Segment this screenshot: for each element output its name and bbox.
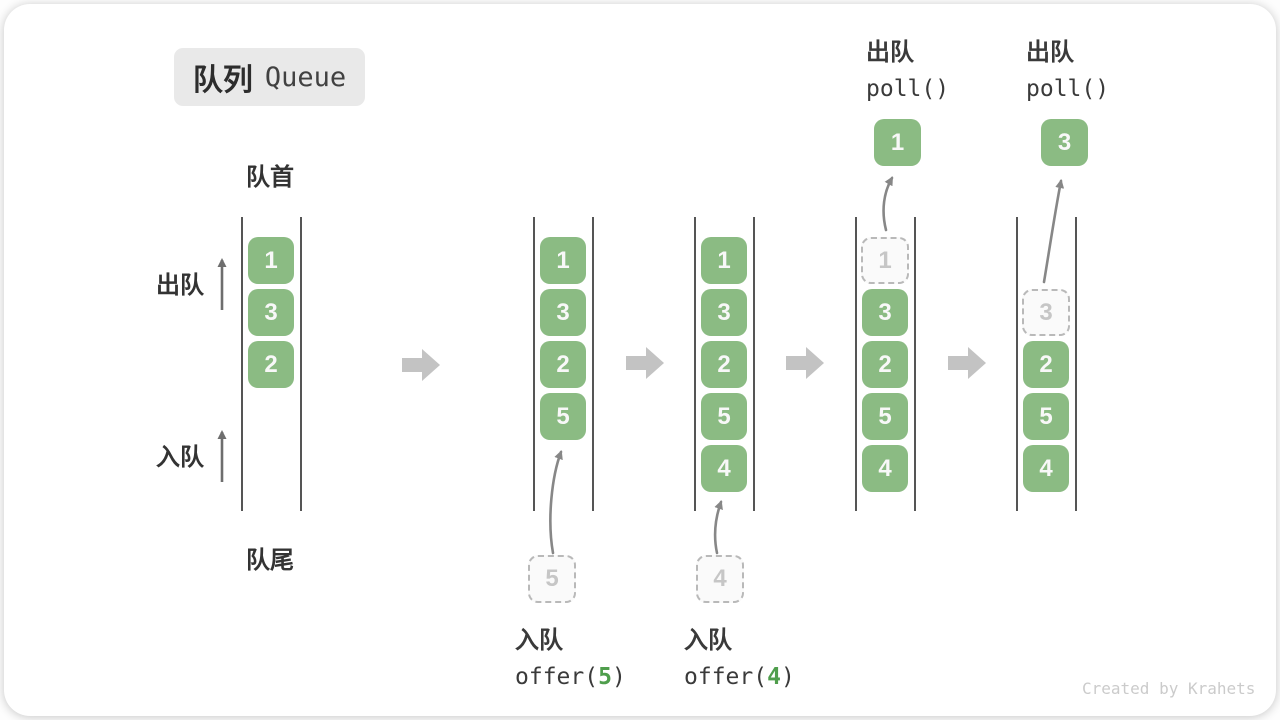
op-action: 出队 [1026,39,1074,66]
polled-element: 3 [1041,119,1088,166]
queue-cell: 1 [540,237,586,284]
title-badge: 队列 Queue [174,48,365,106]
step-arrow-icon [626,347,664,379]
queue-column-1: 1 3 2 [241,4,302,720]
queue-wall-left [1016,217,1018,511]
queue-cell: 2 [540,341,586,388]
queue-wall-right [753,217,755,511]
label-enqueue: 入队 [156,444,204,471]
label-queue-rear: 队尾 [246,547,294,574]
queue-wall-right [592,217,594,511]
queue-cell: 2 [862,341,908,388]
op-code: offer(5) [515,664,626,690]
title-zh: 队列 [192,64,253,97]
credit-watermark: Created by Krahets [1082,679,1256,698]
queue-cell: 4 [1023,445,1069,492]
step-arrow-icon [786,347,824,379]
queue-cell: 5 [701,393,747,440]
op-dequeue-3: 出队 poll() [1026,32,1109,102]
op-enqueue-4: 入队 offer(4) [684,620,795,690]
op-dequeue-1: 出队 poll() [866,32,949,102]
op-action: 入队 [515,627,563,654]
op-action: 出队 [866,39,914,66]
queue-cell: 4 [862,445,908,492]
incoming-element: 5 [528,555,576,603]
queue-wall-right [1075,217,1077,511]
op-code: poll() [1026,76,1110,102]
queue-cell: 3 [248,289,294,336]
queue-column-2: 1 3 2 5 [533,4,594,720]
queue-cell: 3 [862,289,908,336]
queue-cell: 5 [862,393,908,440]
queue-cell: 5 [540,393,586,440]
queue-cell: 2 [248,341,294,388]
title-en: Queue [264,61,347,93]
queue-column-5: 3 2 5 4 [1016,4,1077,720]
queue-cell: 3 [540,289,586,336]
queue-wall-right [914,217,916,511]
op-action: 入队 [684,627,732,654]
queue-cell: 4 [701,445,747,492]
arrows-overlay [217,176,1065,555]
incoming-element: 4 [696,555,744,603]
queue-cell: 1 [701,237,747,284]
queue-wall-left [241,217,243,511]
queue-wall-right [300,217,302,511]
label-dequeue: 出队 [156,272,204,299]
queue-column-4: 1 3 2 5 4 [855,4,916,720]
op-code: offer(4) [684,664,795,690]
step-arrow-icon [948,347,986,379]
queue-cell: 2 [701,341,747,388]
step-arrow-icon [402,349,440,381]
queue-cell: 1 [248,237,294,284]
polled-element: 1 [874,119,921,166]
op-enqueue-5: 入队 offer(5) [515,620,626,690]
queue-cell: 2 [1023,341,1069,388]
queue-cell: 3 [701,289,747,336]
diagram-card: 队列 Queue 队首 出队 入队 队尾 1 3 2 1 3 2 5 [4,4,1276,716]
label-queue-front: 队首 [246,164,294,191]
ghost-cell: 3 [1022,289,1070,336]
queue-wall-left [533,217,535,511]
queue-wall-left [694,217,696,511]
ghost-cell: 1 [861,237,909,284]
queue-wall-left [855,217,857,511]
queue-cell: 5 [1023,393,1069,440]
queue-column-3: 1 3 2 5 4 [694,4,755,720]
op-code: poll() [866,76,950,102]
